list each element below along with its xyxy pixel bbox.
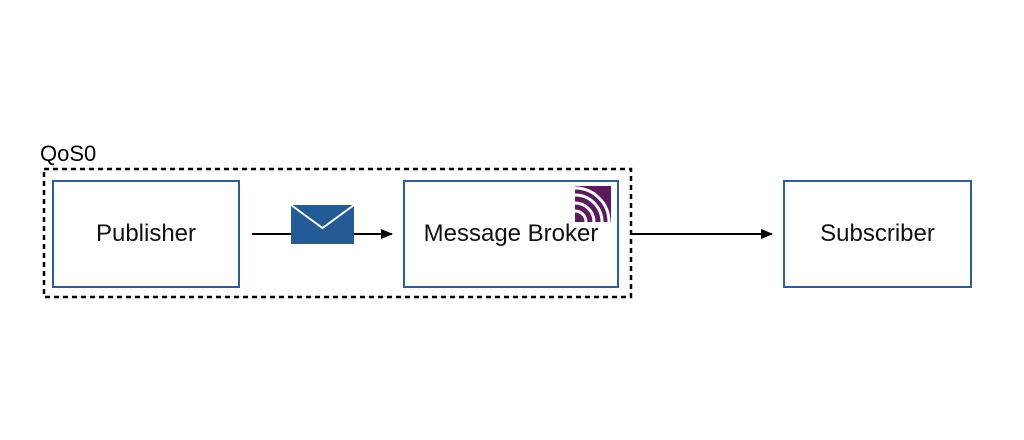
- subscriber-node: Subscriber: [783, 180, 972, 288]
- message-broker-node: Message Broker: [403, 180, 619, 288]
- subscriber-label: Subscriber: [820, 220, 935, 247]
- qos0-group-label: QoS0: [40, 141, 97, 166]
- qos0-group-boundary: [42, 167, 633, 299]
- mqtt-logo-icon: [575, 186, 611, 222]
- publisher-label: Publisher: [95, 220, 197, 247]
- publisher-node: Publisher: [52, 180, 240, 288]
- message-broker-label: Message Broker: [423, 220, 599, 247]
- envelope-icon: [290, 204, 355, 244]
